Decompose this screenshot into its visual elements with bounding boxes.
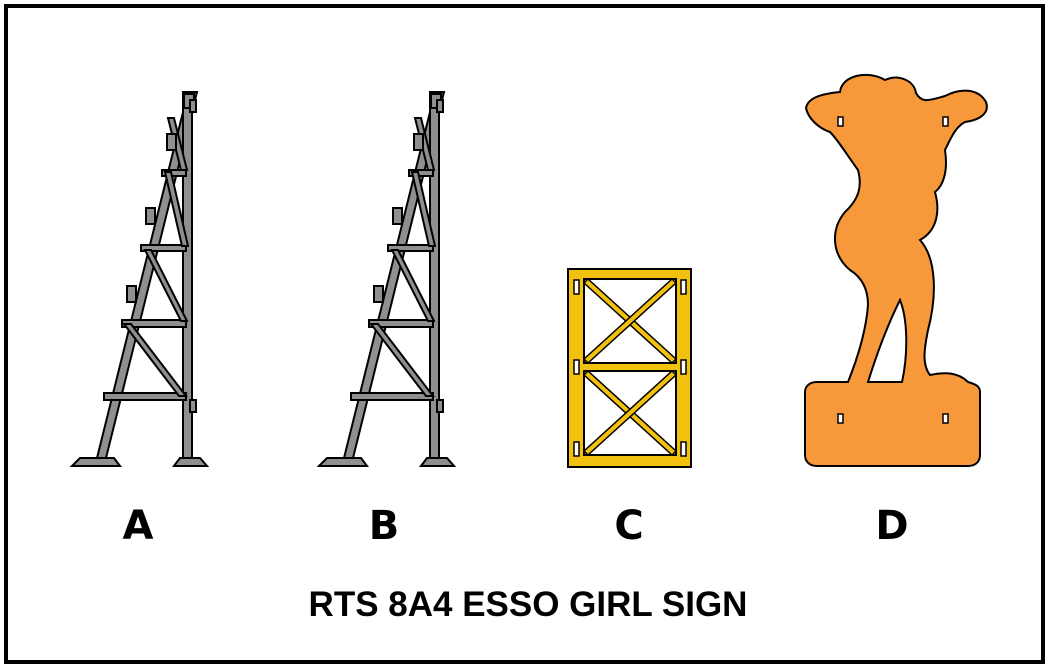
part-d-drawing (804, 73, 988, 467)
part-c-drawing (567, 268, 692, 468)
part-label-b: B (368, 503, 400, 549)
part-label-d: D (875, 503, 909, 549)
part-label-a: A (122, 503, 154, 549)
part-label-c: C (614, 503, 644, 549)
part-b-drawing (318, 91, 455, 467)
sign-title: RTS 8A4 ESSO GIRL SIGN (308, 585, 748, 624)
part-a-drawing (71, 91, 208, 467)
